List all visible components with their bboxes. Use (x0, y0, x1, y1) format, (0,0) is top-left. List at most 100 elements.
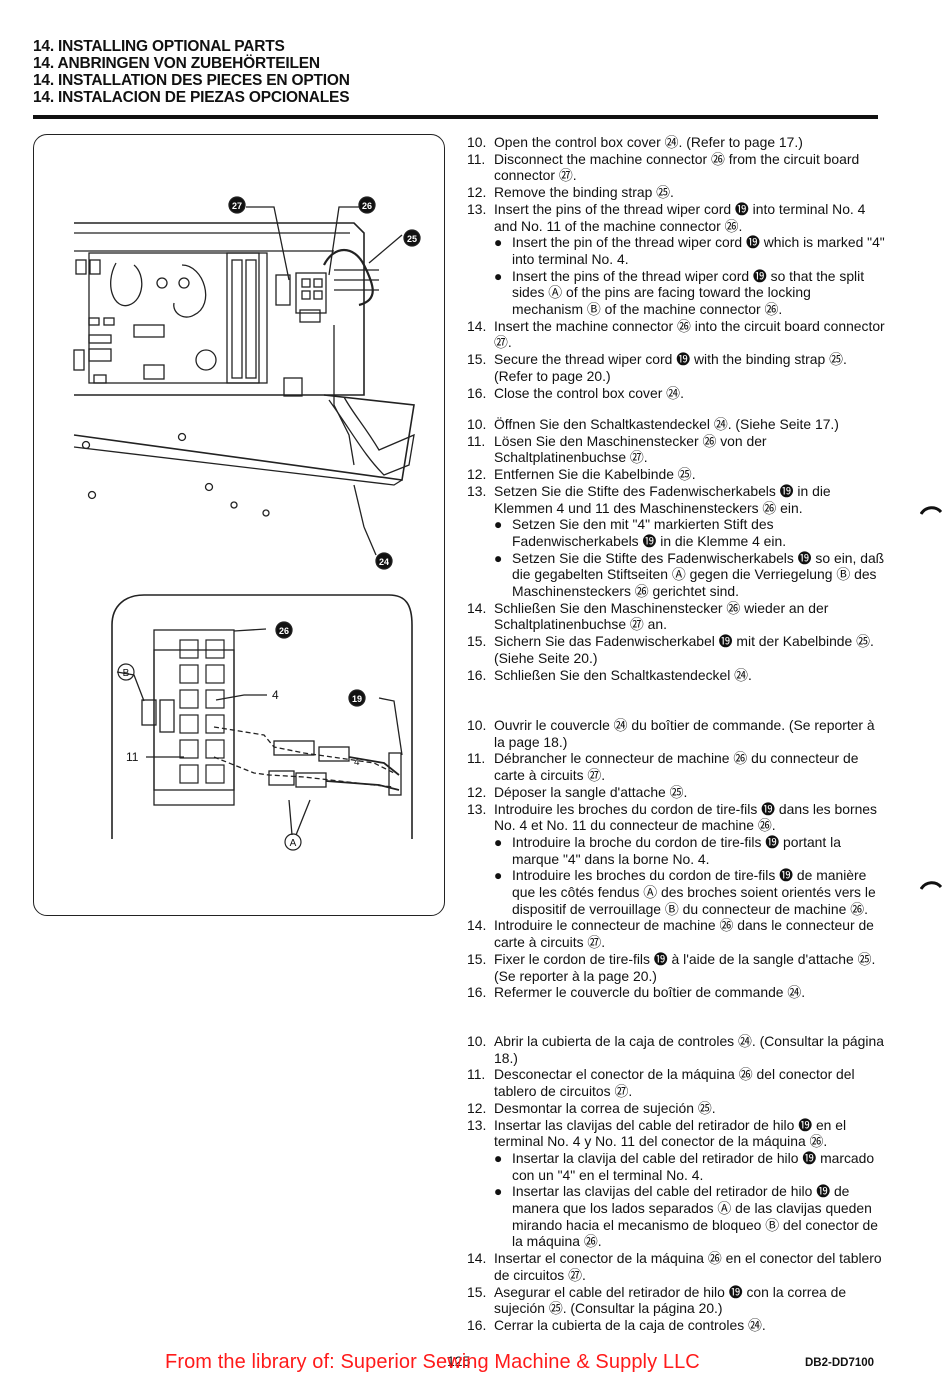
step-bullet: ● Insert the pin of the thread wiper cord… (467, 234, 885, 267)
label-terminal-4: 4 (272, 688, 279, 702)
label-19: 19 (352, 694, 362, 704)
title-de: 14. ANBRINGEN VON ZUBEHÖRTEILEN (33, 55, 320, 72)
steps-german: 10. Öffnen Sie den Schaltkastendeckel ㉔. … (467, 416, 885, 683)
step-number: 12. (467, 1099, 487, 1116)
bullet-text: Setzen Sie die Stifte des Fadenwischerka… (512, 549, 885, 600)
step-item: 16. Cerrar la cubierta de la caja de cont… (467, 1317, 885, 1334)
step-item: 14.Insert the machine connector ㉖ into t… (467, 318, 885, 351)
edge-mark-top (920, 506, 942, 515)
label-A: A (290, 838, 297, 849)
step-item: 10.Abrir la cubierta de la caja de contr… (467, 1033, 885, 1066)
bullet-dot-icon: ● (494, 867, 503, 884)
step-text: Setzen Sie die Stifte des Fadenwischerka… (494, 482, 831, 516)
step-text: Insertar el conector de la máquina ㉖ en … (494, 1250, 882, 1283)
step-item: 14. Insertar el conector de la máquina ㉖ … (467, 1250, 885, 1283)
bullet-text: Insert the pin of the thread wiper cord … (512, 234, 885, 267)
step-item: 13.Insert the pins of the thread wiper c… (467, 201, 885, 234)
step-text: Cerrar la cubierta de la caja de control… (494, 1316, 766, 1333)
step-item: 11.Débrancher le connecteur de machine ㉖… (467, 750, 885, 783)
step-text: Ouvrir le couvercle ㉔ du boîtier de comm… (494, 717, 875, 750)
step-number: 15. (467, 950, 487, 967)
step-text: Öffnen Sie den Schaltkastendeckel ㉔. (Si… (494, 416, 839, 432)
step-number: 10. (467, 134, 487, 150)
step-item: 16.Schließen Sie den Schaltkastendeckel … (467, 667, 885, 684)
step-number: 15. (467, 1283, 487, 1300)
step-text: Fixer le cordon de tire-fils ⓳ à l'aide … (494, 950, 876, 984)
step-number: 12. (467, 466, 487, 483)
step-number: 12. (467, 184, 487, 201)
step-bullet: ● Setzen Sie den mit "4" markierten Stift… (467, 516, 885, 549)
step-number: 10. (467, 416, 487, 432)
step-item: 10.Open the control box cover ㉔. (Refer … (467, 134, 885, 151)
steps-spanish: 10.Abrir la cubierta de la caja de contr… (467, 1033, 885, 1334)
step-number: 10. (467, 717, 487, 733)
step-text: Débrancher le connecteur de machine ㉖ du… (494, 750, 859, 784)
label-terminal-11: 11 (126, 750, 139, 764)
label-27: 27 (232, 201, 242, 211)
step-text: Insertar las clavijas del cable del reti… (494, 1116, 847, 1150)
step-number: 15. (467, 633, 487, 650)
step-number: 11. (467, 432, 486, 449)
step-text: Close the control box cover ㉔. (494, 384, 684, 401)
step-number: 13. (467, 800, 487, 817)
step-text: Disconnect the machine connector ㉖ from … (494, 150, 860, 184)
title-fr: 14. INSTALLATION DES PIECES EN OPTION (33, 72, 350, 89)
step-text: Lösen Sie den Maschinenstecker ㉖ von der… (494, 432, 767, 466)
step-text: Desconectar el conector de la máquina ㉖ … (494, 1066, 855, 1100)
wire-label-4: 4 (354, 757, 360, 768)
step-bullet: ● Setzen Sie die Stifte des Fadenwischerk… (467, 550, 885, 600)
step-item: 15. Sichern Sie das Fadenwischerkabel ⓳ m… (467, 633, 885, 666)
step-text: Entfernen Sie die Kabelbinde ㉕. (494, 466, 696, 483)
bullet-dot-icon: ● (494, 833, 503, 850)
step-item: 12.Remove the binding strap ㉕. (467, 184, 885, 201)
bullet-dot-icon: ● (494, 1183, 503, 1200)
step-text: Introduire les broches du cordon de tire… (494, 800, 877, 834)
step-number: 10. (467, 1033, 487, 1049)
title-en: 14. INSTALLING OPTIONAL PARTS (33, 38, 285, 55)
step-number: 12. (467, 783, 487, 800)
step-item: 13. Insertar las clavijas del cable del r… (467, 1117, 885, 1150)
step-number: 16. (467, 666, 487, 683)
document-code: DB2-DD7100 (805, 1357, 875, 1369)
steps-french: 10. Ouvrir le couvercle ㉔ du boîtier de c… (467, 717, 885, 1001)
step-item: 14.Schließen Sie den Maschinenstecker ㉖ … (467, 600, 885, 633)
step-number: 13. (467, 200, 487, 217)
step-number: 16. (467, 384, 487, 401)
step-item: 13.Setzen Sie die Stifte des Fadenwische… (467, 483, 885, 516)
header-rule (33, 115, 878, 119)
step-item: 11.Disconnect the machine connector ㉖ fr… (467, 151, 885, 184)
label-26-inset: 26 (279, 626, 289, 636)
bullet-dot-icon: ● (494, 549, 503, 566)
step-number: 14. (467, 599, 487, 616)
step-number: 14. (467, 917, 487, 934)
library-watermark: From the library of: Superior Sewing Mac… (165, 1351, 700, 1373)
step-bullet: ● Introduire la broche du cordon de tire-… (467, 834, 885, 867)
step-number: 13. (467, 1116, 487, 1133)
step-item: 12.Déposer la sangle d'attache ㉕. (467, 784, 885, 801)
step-number: 14. (467, 317, 487, 334)
label-25: 25 (407, 234, 417, 244)
label-26: 26 (362, 201, 372, 211)
label-B: B (123, 668, 130, 679)
step-text: Asegurar el cable del retirador de hilo … (494, 1283, 847, 1317)
title-es: 14. INSTALACION DE PIEZAS OPCIONALES (33, 89, 350, 106)
step-item: 16.Refermer le couvercle du boîtier de c… (467, 984, 885, 1001)
bullet-dot-icon: ● (494, 516, 503, 533)
page-number: 125 (447, 1353, 471, 1369)
step-number: 14. (467, 1250, 487, 1267)
bullet-text: Setzen Sie den mit "4" markierten Stift … (512, 516, 787, 549)
bullet-text: Insert the pins of the thread wiper cord… (512, 267, 865, 318)
bullet-dot-icon: ● (494, 234, 503, 251)
bullet-dot-icon: ● (494, 1149, 503, 1166)
step-item: 15.Secure the thread wiper cord ⓳ with t… (467, 351, 885, 384)
step-text: Sichern Sie das Fadenwischerkabel ⓳ mit … (494, 633, 874, 666)
step-item: 11. Lösen Sie den Maschinenstecker ㉖ von … (467, 433, 885, 466)
bullet-text: Introduire la broche du cordon de tire-f… (512, 833, 841, 867)
step-item: 15. Fixer le cordon de tire-fils ⓳ à l'ai… (467, 951, 885, 984)
step-bullet: ●Insert the pins of the thread wiper cor… (467, 268, 885, 318)
step-item: 14.Introduire le connecteur de machine ㉖… (467, 917, 885, 950)
section-titles: 14. INSTALLING OPTIONAL PARTS 14. ANBRIN… (33, 38, 350, 106)
figure-drawing: 27 26 25 24 4 (73, 196, 421, 851)
step-number: 16. (467, 984, 487, 1001)
step-number: 16. (467, 1316, 487, 1333)
